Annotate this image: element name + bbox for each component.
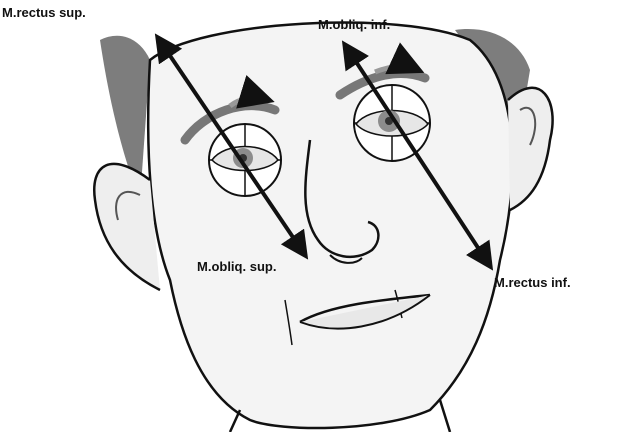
label-obliq-sup: M.obliq. sup. bbox=[197, 259, 277, 274]
eye-right bbox=[353, 84, 431, 162]
neck-right bbox=[438, 399, 452, 432]
label-rectus-sup: M.rectus sup. bbox=[2, 5, 86, 20]
mouth-upper bbox=[299, 293, 431, 324]
arrow-obliq-inf-rectus-inf bbox=[341, 40, 494, 271]
label-obliq-inf: M.obliq. inf. bbox=[318, 17, 391, 32]
ear-right bbox=[507, 86, 554, 212]
hair-left bbox=[100, 35, 150, 201]
ear-left bbox=[93, 162, 161, 292]
neck-left bbox=[228, 409, 242, 432]
eye-left bbox=[208, 123, 282, 197]
label-rectus-inf: M.rectus inf. bbox=[494, 275, 571, 290]
mouth-lower bbox=[299, 294, 431, 330]
face-outline bbox=[146, 21, 514, 430]
arrow-rectus-sup-obliq-sup bbox=[154, 33, 309, 260]
